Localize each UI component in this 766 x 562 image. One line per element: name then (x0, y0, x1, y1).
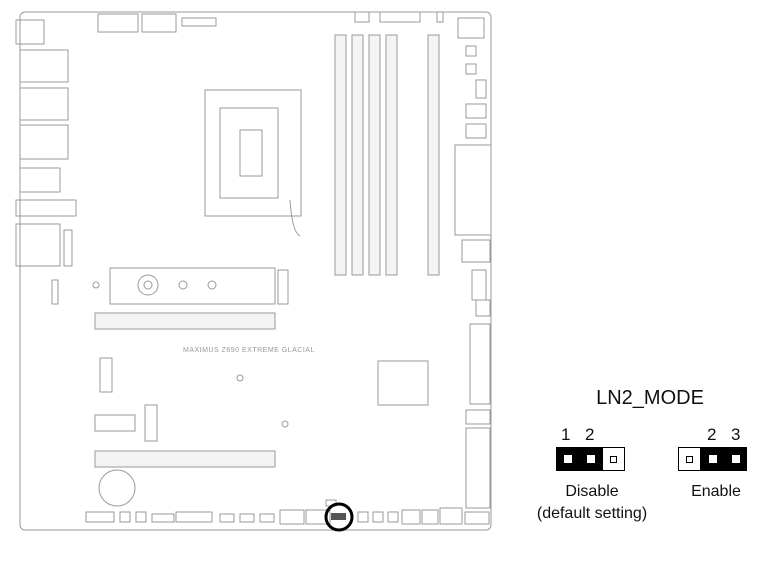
board-model-label: MAXIMUS Z690 EXTREME GLACIAL (183, 347, 315, 354)
pin-label-3-enable: 3 (731, 425, 741, 444)
disable-caption: Disable (565, 483, 619, 500)
pin-2-shorted (579, 447, 602, 471)
pin-label-2-enable: 2 (707, 425, 717, 444)
pin-label-2: 2 (585, 425, 595, 444)
disable-subcaption: (default setting) (536, 505, 648, 522)
expansion-area (92, 267, 429, 507)
pin-3-shorted (724, 447, 747, 471)
jumper-title: LN2_MODE (596, 387, 704, 409)
ln2-mode-highlight-circle (324, 502, 354, 532)
jumper-disable-diagram (556, 447, 625, 471)
chipset (377, 360, 429, 406)
board-outline (19, 11, 492, 531)
pin-1-shorted (556, 447, 579, 471)
bottom-headers (85, 499, 490, 525)
cpu-socket (204, 89, 302, 237)
rear-io (15, 19, 77, 305)
pin-3-open (602, 447, 625, 471)
dimm-slots (334, 34, 440, 276)
enable-caption: Enable (691, 483, 741, 500)
ln2-mode-header (331, 513, 346, 520)
pin-1-open (678, 447, 701, 471)
pin-label-1: 1 (561, 425, 571, 444)
right-connectors (454, 144, 492, 509)
pin-2-shorted (701, 447, 724, 471)
jumper-enable-diagram (678, 447, 747, 471)
top-connectors (97, 11, 487, 139)
cmos-battery (98, 469, 136, 507)
